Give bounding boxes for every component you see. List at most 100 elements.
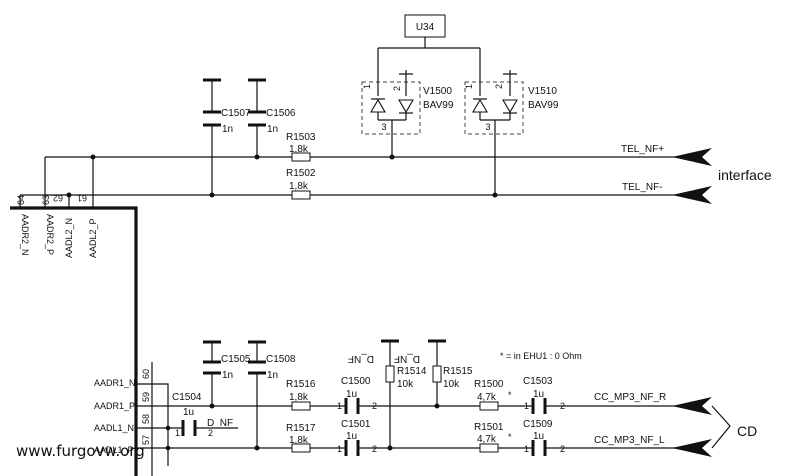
diode-up-icon: [370, 98, 386, 113]
diode-part: BAV99: [423, 100, 454, 111]
resistor-r1503: [291, 152, 311, 162]
capacitor-c1505: C1505 1n: [203, 340, 251, 406]
cd-label: CD: [737, 423, 757, 439]
capacitor-ref: C1504: [172, 392, 202, 403]
ground-label: D_NF: [394, 353, 420, 364]
capacitor-value: 1n: [267, 370, 278, 381]
diode-part: BAV99: [528, 100, 559, 111]
pin-number: 59: [141, 392, 151, 402]
capacitor-ref: C1506: [266, 108, 296, 119]
capacitor-value: 1n: [222, 124, 233, 135]
resistor-r1501: [479, 443, 499, 453]
pin-number: 62: [53, 193, 63, 203]
capacitor-pin: 2: [372, 401, 377, 411]
cd-bracket: CD: [711, 405, 757, 449]
net-arrow-icon: [672, 186, 712, 204]
note-mark: *: [508, 432, 512, 442]
tel-nf-plus-line: R1503 1,8k TEL_NF+: [44, 132, 712, 195]
capacitor-ref: C1505: [221, 354, 251, 365]
capacitor-pin: 1: [337, 401, 342, 411]
net-label: CC_MP3_NF_L: [594, 435, 665, 446]
diode-pin-label: 2: [494, 84, 504, 89]
capacitor-value: 1u: [533, 389, 544, 400]
net-label: TEL_NF-: [622, 182, 663, 193]
resistor-ref: R1514: [397, 366, 427, 377]
net-arrow-icon: [672, 148, 712, 166]
capacitor-ref: C1509: [523, 419, 553, 430]
pin-number: 61: [77, 193, 87, 203]
resistor-ref: R1501: [474, 422, 504, 433]
capacitor-value: 1u: [533, 431, 544, 442]
watermark: www.furgovw.org: [16, 442, 145, 460]
diode-up-icon: [472, 98, 488, 113]
resistor-r1502: [291, 190, 311, 200]
diode-pack-v1510: 1 2 3 V1510 BAV99: [464, 70, 559, 195]
capacitor-ref: C1500: [341, 376, 371, 387]
net-label: CC_MP3_NF_R: [594, 392, 666, 403]
diode-ref: V1500: [423, 86, 452, 97]
capacitor-c1507: C1507 1n: [203, 78, 251, 195]
resistor-ref: R1502: [286, 168, 316, 179]
resistor-r1517: [291, 443, 311, 453]
diode-pin-label: 3: [485, 122, 490, 132]
resistor-value: 1,8k: [289, 181, 309, 192]
cd-right-channel: R1516 1,8k C1500 1u 1 2 R1500 4,7k * C15…: [136, 376, 712, 415]
diode-pack-v1500: 1 2 3 V1500 BAV99: [361, 70, 454, 157]
capacitor-pin: 2: [560, 444, 565, 454]
connector-left-pins: AADR1_N AADR1_P AADL1_N AADL1_P 60 59 58…: [94, 369, 151, 455]
capacitor-pin: 2: [560, 401, 565, 411]
ground-label: D_NF: [348, 353, 374, 364]
capacitor-c1504: C1504 1u 1 2 D_NF: [136, 392, 238, 466]
pin-name: AADL1_P: [94, 445, 134, 455]
diode-pin-label: 3: [381, 122, 386, 132]
capacitor-c1508: C1508 1n: [248, 340, 296, 448]
pin-number: 63: [41, 195, 51, 205]
capacitor-pin: 1: [524, 444, 529, 454]
capacitor-ref: C1501: [341, 419, 371, 430]
capacitor-pin: 2: [372, 444, 377, 454]
diode-ref: V1510: [528, 86, 557, 97]
connector-top-pins: 64 63 62 61 AADR2_N AADR2_P AADL2_N AADL…: [16, 193, 98, 258]
diode-down-icon: [398, 99, 414, 114]
resistor-r1500: [479, 401, 499, 411]
pin-number: 58: [141, 414, 151, 424]
interface-label: interface: [718, 167, 772, 183]
resistor-value: 1,8k: [289, 435, 309, 446]
resistor-value: 1,8k: [289, 392, 309, 403]
pin-name: AADR2_N: [20, 214, 30, 256]
pin-number: 64: [16, 195, 26, 205]
capacitor-ref: C1503: [523, 376, 553, 387]
ic-u34: U34: [377, 14, 481, 70]
resistor-value: 4,7k: [477, 434, 497, 445]
connector-body: [10, 206, 153, 476]
capacitor-value: 1n: [222, 370, 233, 381]
pin-number: 60: [141, 369, 151, 379]
diode-pin-label: 1: [464, 84, 474, 89]
capacitor-value: 1u: [346, 389, 357, 400]
resistor-value: 1,8k: [289, 144, 309, 155]
resistor-ref: R1503: [286, 132, 316, 143]
net-arrow-icon: [672, 397, 712, 415]
resistor-r1516: [291, 401, 311, 411]
ic-u34-label: U34: [416, 22, 435, 33]
resistor-value: 10k: [443, 379, 460, 390]
capacitor-value: 1u: [183, 407, 194, 418]
capacitor-value: 1n: [267, 124, 278, 135]
capacitor-ref: C1508: [266, 354, 296, 365]
capacitor-pin: 2: [208, 428, 213, 438]
capacitor-pin: 1: [175, 428, 180, 438]
resistor-ref: R1515: [443, 366, 473, 377]
capacitor-c1506: C1506 1n: [248, 78, 296, 157]
capacitor-ref: C1507: [221, 108, 251, 119]
net-label: D_NF: [207, 418, 233, 429]
pin-name: AADR1_P: [94, 401, 135, 411]
resistor-value: 4,7k: [477, 392, 497, 403]
capacitor-pin: 1: [337, 444, 342, 454]
note-text: * = in EHU1 : 0 Ohm: [500, 351, 582, 361]
cd-left-channel: R1517 1,8k C1501 1u 1 2 R1501 4,7k * C15…: [136, 419, 712, 457]
net-label: TEL_NF+: [621, 144, 664, 155]
resistor-ref: R1500: [474, 379, 504, 390]
pin-name: AADR2_P: [45, 214, 55, 255]
pin-name: AADL2_N: [64, 218, 74, 258]
